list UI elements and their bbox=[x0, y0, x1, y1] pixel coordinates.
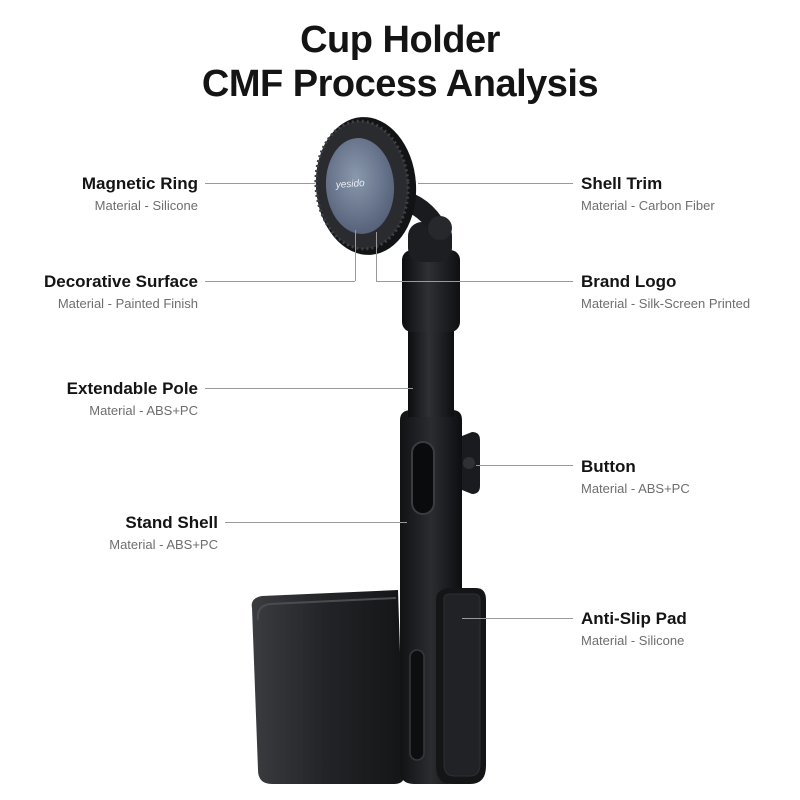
title-line-2: CMF Process Analysis bbox=[201, 63, 599, 105]
extendable-pole-shape bbox=[402, 222, 460, 417]
callout-shell-trim: Shell Trim Material - Carbon Fiber bbox=[581, 173, 715, 215]
leader-brand-logo-vertical bbox=[376, 232, 377, 281]
leader-button bbox=[476, 465, 573, 466]
title-line-1: Cup Holder bbox=[300, 19, 500, 61]
callout-material: Material - ABS+PC bbox=[109, 537, 218, 552]
leader-anti-slip-pad bbox=[462, 618, 573, 619]
callout-name: Decorative Surface bbox=[43, 272, 198, 291]
callout-material: Material - ABS+PC bbox=[581, 481, 690, 496]
callout-material: Material - Silk-Screen Printed bbox=[581, 296, 751, 311]
leader-magnetic-ring bbox=[205, 183, 315, 184]
callout-extendable-pole: Extendable Pole Material - ABS+PC bbox=[67, 378, 198, 420]
button-shape bbox=[462, 432, 480, 494]
callout-material: Material - ABS+PC bbox=[89, 403, 198, 418]
callout-stand-shell: Stand Shell Material - ABS+PC bbox=[109, 512, 218, 554]
brand-logo-text: yesido bbox=[334, 178, 365, 191]
callout-name: Magnetic Ring bbox=[81, 174, 198, 193]
leader-shell-trim bbox=[418, 183, 573, 184]
callout-decorative-surface: Decorative Surface Material - Painted Fi… bbox=[44, 271, 198, 313]
callout-material: Material - Carbon Fiber bbox=[581, 198, 715, 213]
anti-slip-pad-shape bbox=[436, 588, 486, 784]
callout-material: Material - Silicone bbox=[94, 198, 198, 213]
callout-name: Anti-Slip Pad bbox=[581, 609, 687, 628]
leader-decorative-surface bbox=[205, 281, 355, 282]
callout-material: Material - Silicone bbox=[581, 633, 685, 648]
callout-magnetic-ring: Magnetic Ring Material - Silicone bbox=[82, 173, 198, 215]
leader-decorative-surface-vertical bbox=[355, 230, 356, 281]
leader-extendable-pole bbox=[205, 388, 413, 389]
callout-button: Button Material - ABS+PC bbox=[581, 456, 690, 498]
leader-brand-logo bbox=[376, 281, 573, 282]
callout-name: Button bbox=[581, 457, 636, 476]
callout-material: Material - Painted Finish bbox=[57, 296, 198, 311]
callout-name: Stand Shell bbox=[125, 513, 218, 532]
callout-brand-logo: Brand Logo Material - Silk-Screen Printe… bbox=[581, 271, 750, 313]
callout-anti-slip-pad: Anti-Slip Pad Material - Silicone bbox=[581, 608, 687, 650]
callout-name: Shell Trim bbox=[581, 174, 663, 193]
leader-stand-shell bbox=[225, 522, 407, 523]
decorative-surface-shape bbox=[325, 138, 395, 234]
magnetic-ring-shape: yesido bbox=[314, 117, 417, 255]
callout-name: Extendable Pole bbox=[66, 379, 198, 398]
cup-body bbox=[251, 590, 404, 784]
page-title: Cup Holder CMF Process Analysis bbox=[0, 18, 800, 106]
callout-name: Brand Logo bbox=[581, 272, 677, 291]
